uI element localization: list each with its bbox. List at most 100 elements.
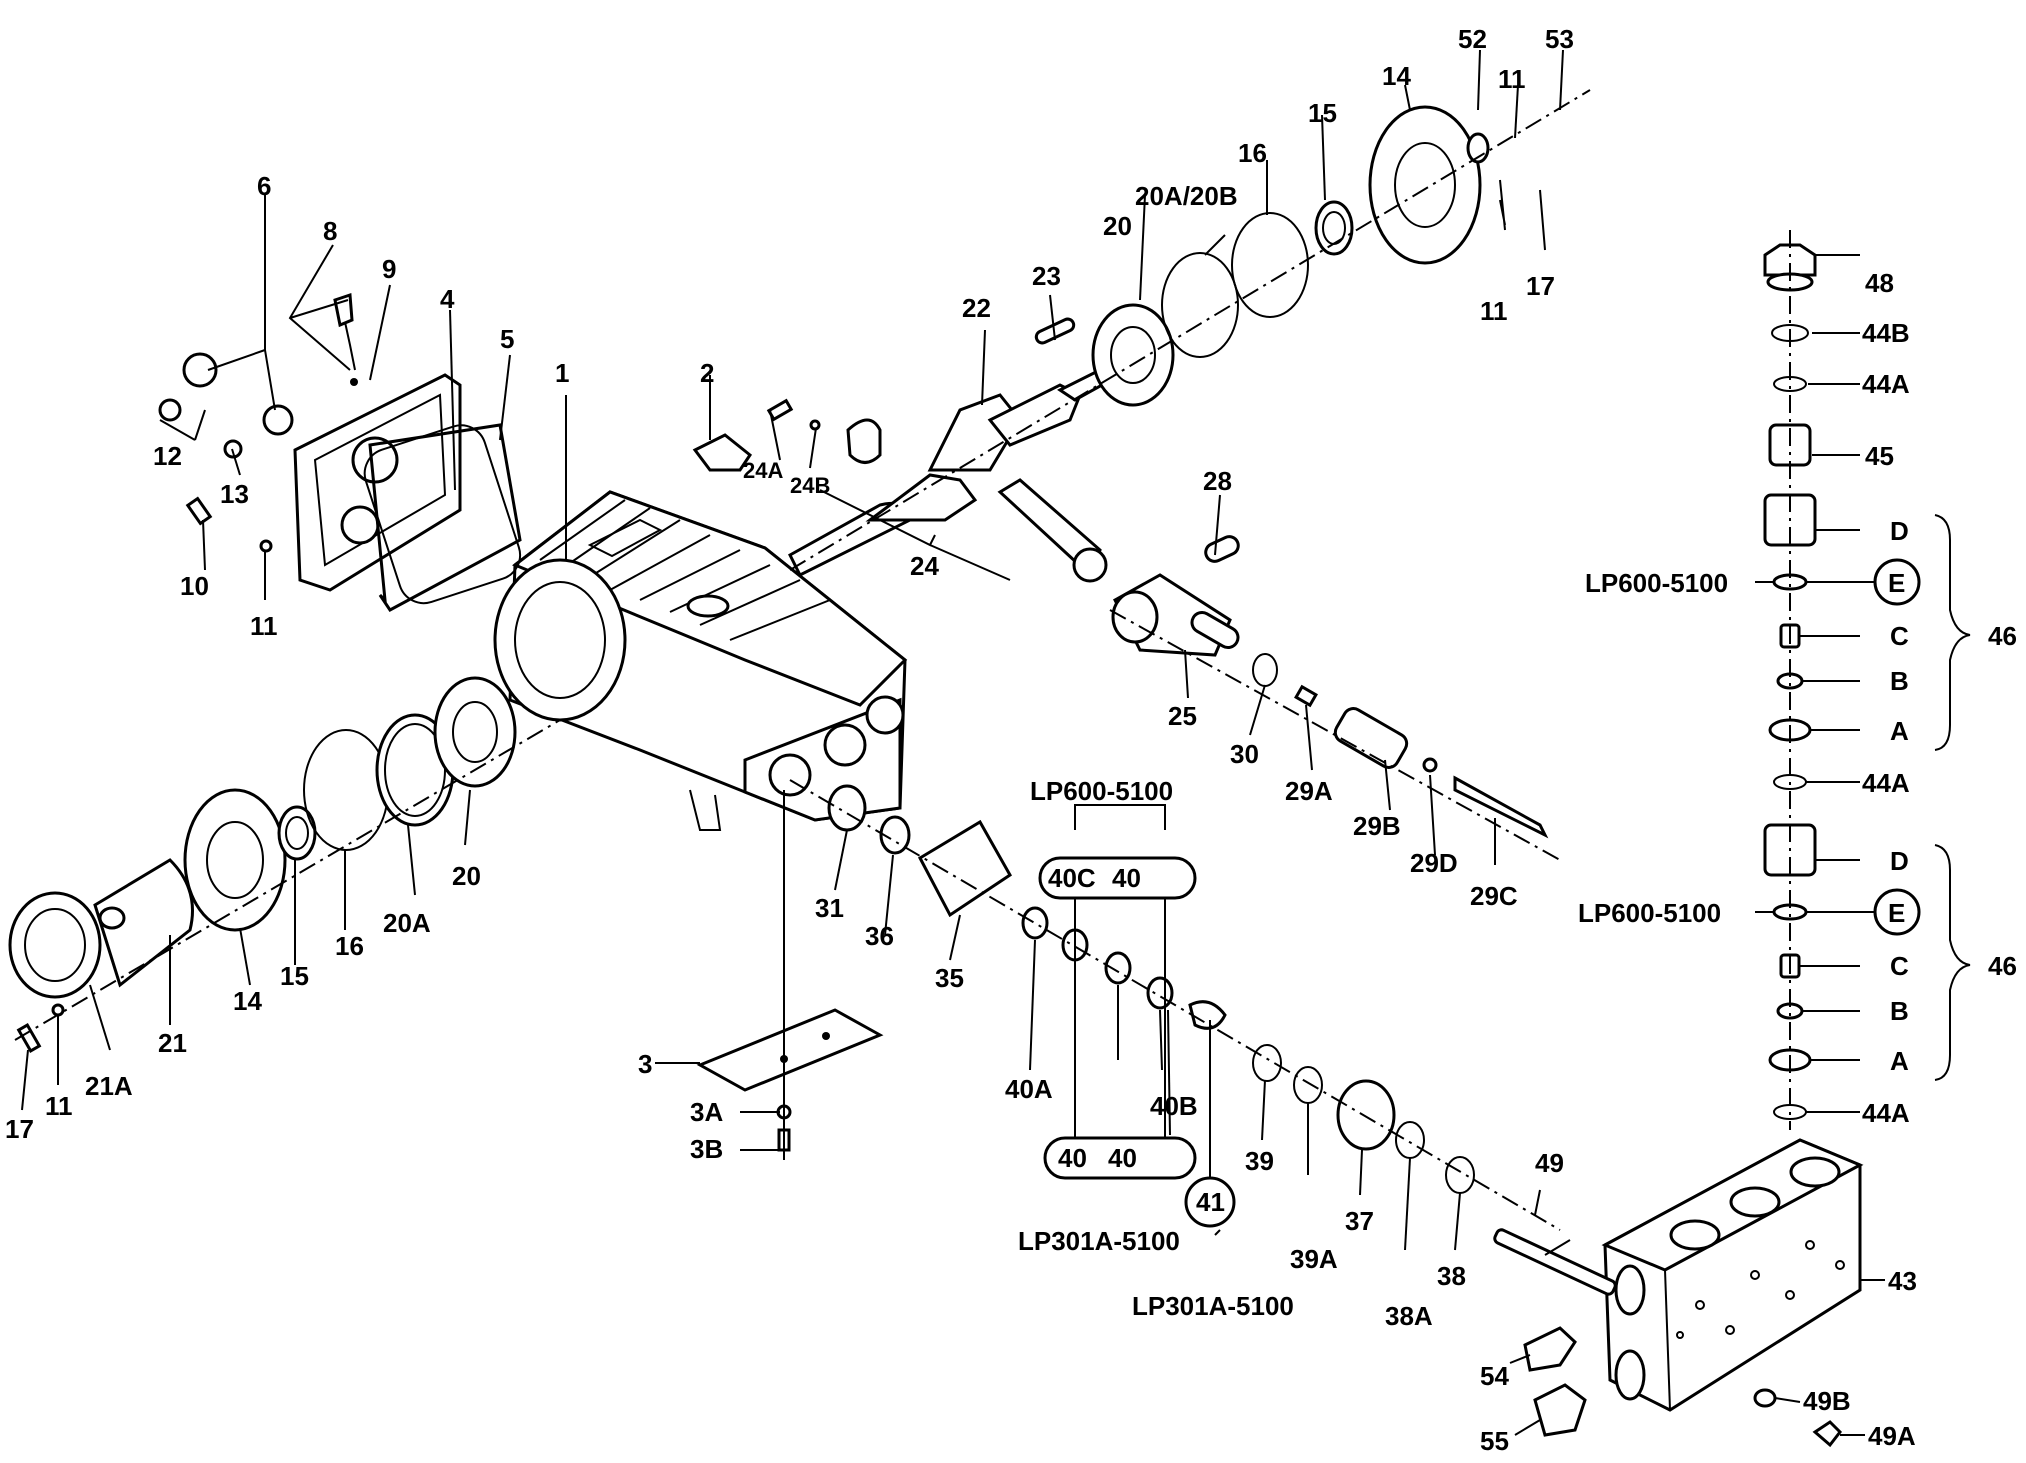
part-labels: 1 2 3 3A 3B 4 5 6 8 9 10 11 12 13 20 20A… [5,24,2017,1456]
label-14-left: 14 [233,986,262,1016]
label-1: 1 [555,358,569,388]
label-21A: 21A [85,1071,133,1101]
kit-LP600-top: LP600-5100 [1030,776,1173,806]
label-52: 52 [1458,24,1487,54]
label-44B: 44B [1862,318,1910,348]
label-39: 39 [1245,1146,1274,1176]
label-B2: B [1890,996,1909,1026]
kit-callouts [1038,558,1921,1228]
manifold [1493,1138,1864,1448]
label-16-left: 16 [335,931,364,961]
label-40-bot-2: 40 [1108,1143,1137,1173]
label-48: 48 [1865,268,1894,298]
label-15-right: 15 [1308,98,1337,128]
label-29A: 29A [1285,776,1333,806]
label-21: 21 [158,1028,187,1058]
label-3A: 3A [690,1097,723,1127]
label-11c: 11 [1498,64,1526,94]
label-5: 5 [500,324,514,354]
label-46-a: 46 [1988,621,2017,651]
label-14-right: 14 [1382,61,1411,91]
label-39A: 39A [1290,1244,1338,1274]
label-3B: 3B [690,1134,723,1164]
label-49B: 49B [1803,1386,1851,1416]
crosshead-assembly [1109,535,1561,861]
label-17a: 17 [5,1114,34,1144]
label-28: 28 [1203,466,1232,496]
label-49A: 49A [1868,1421,1916,1451]
label-45: 45 [1865,441,1894,471]
label-A2: A [1890,1046,1909,1076]
label-11d: 11 [1480,296,1508,326]
label-54: 54 [1480,1361,1509,1391]
label-40B: 40B [1150,1091,1198,1121]
label-24A: 24A [743,458,783,483]
label-20-right: 20 [1103,211,1132,241]
label-41: 41 [1196,1187,1225,1217]
label-11a: 11 [250,611,278,641]
left-bearing-stack [8,676,561,1053]
label-37: 37 [1345,1206,1374,1236]
label-44A-2: 44A [1862,768,1910,798]
label-23: 23 [1032,261,1061,291]
kit-LP301A-bot: LP301A-5100 [1018,1226,1180,1256]
label-15-left: 15 [280,961,309,991]
label-E2: E [1888,898,1905,928]
label-49: 49 [1535,1148,1564,1178]
label-13: 13 [220,479,249,509]
label-C2: C [1890,951,1909,981]
label-53: 53 [1545,24,1574,54]
label-40C: 40C [1048,863,1096,893]
label-16-right: 16 [1238,138,1267,168]
label-C1: C [1890,621,1909,651]
label-40-bot-1: 40 [1058,1143,1087,1173]
label-36: 36 [865,921,894,951]
connecting-rod [766,398,1108,583]
label-55: 55 [1480,1426,1509,1456]
label-40-top: 40 [1112,863,1141,893]
label-B1: B [1890,666,1909,696]
label-D1: D [1890,516,1909,546]
label-3: 3 [638,1049,652,1079]
label-17b: 17 [1526,271,1555,301]
label-24B: 24B [790,473,830,498]
oil-cap [692,375,753,472]
crankshaft-assembly [788,89,1591,578]
label-31: 31 [815,893,844,923]
kit-LP600-E1: LP600-5100 [1585,568,1728,598]
label-38: 38 [1437,1261,1466,1291]
label-44A-3: 44A [1862,1098,1910,1128]
label-6: 6 [257,171,271,201]
label-9: 9 [382,254,396,284]
label-20-left: 20 [452,861,481,891]
label-29D: 29D [1410,848,1458,878]
label-40A: 40A [1005,1074,1053,1104]
label-46-b: 46 [1988,951,2017,981]
crankcase [493,490,908,831]
label-4: 4 [440,284,455,314]
label-2: 2 [700,358,714,388]
sight-plate [696,790,884,1160]
label-35: 35 [935,963,964,993]
label-24: 24 [910,551,939,581]
label-22: 22 [962,293,991,323]
label-12: 12 [153,441,182,471]
label-D2: D [1890,846,1909,876]
rear-cover [158,292,522,612]
kit-LP600-E2: LP600-5100 [1578,898,1721,928]
label-8: 8 [323,216,337,246]
label-44A-1: 44A [1862,369,1910,399]
label-11b: 11 [45,1091,73,1121]
label-29C: 29C [1470,881,1518,911]
label-20A20B: 20A/20B [1135,181,1238,211]
kit-LP301A-bot2: LP301A-5100 [1132,1291,1294,1321]
label-E1: E [1888,568,1905,598]
label-43: 43 [1888,1266,1917,1296]
label-38A: 38A [1385,1301,1433,1331]
label-29B: 29B [1353,811,1401,841]
label-30: 30 [1230,739,1259,769]
label-25: 25 [1168,701,1197,731]
label-10: 10 [180,571,209,601]
